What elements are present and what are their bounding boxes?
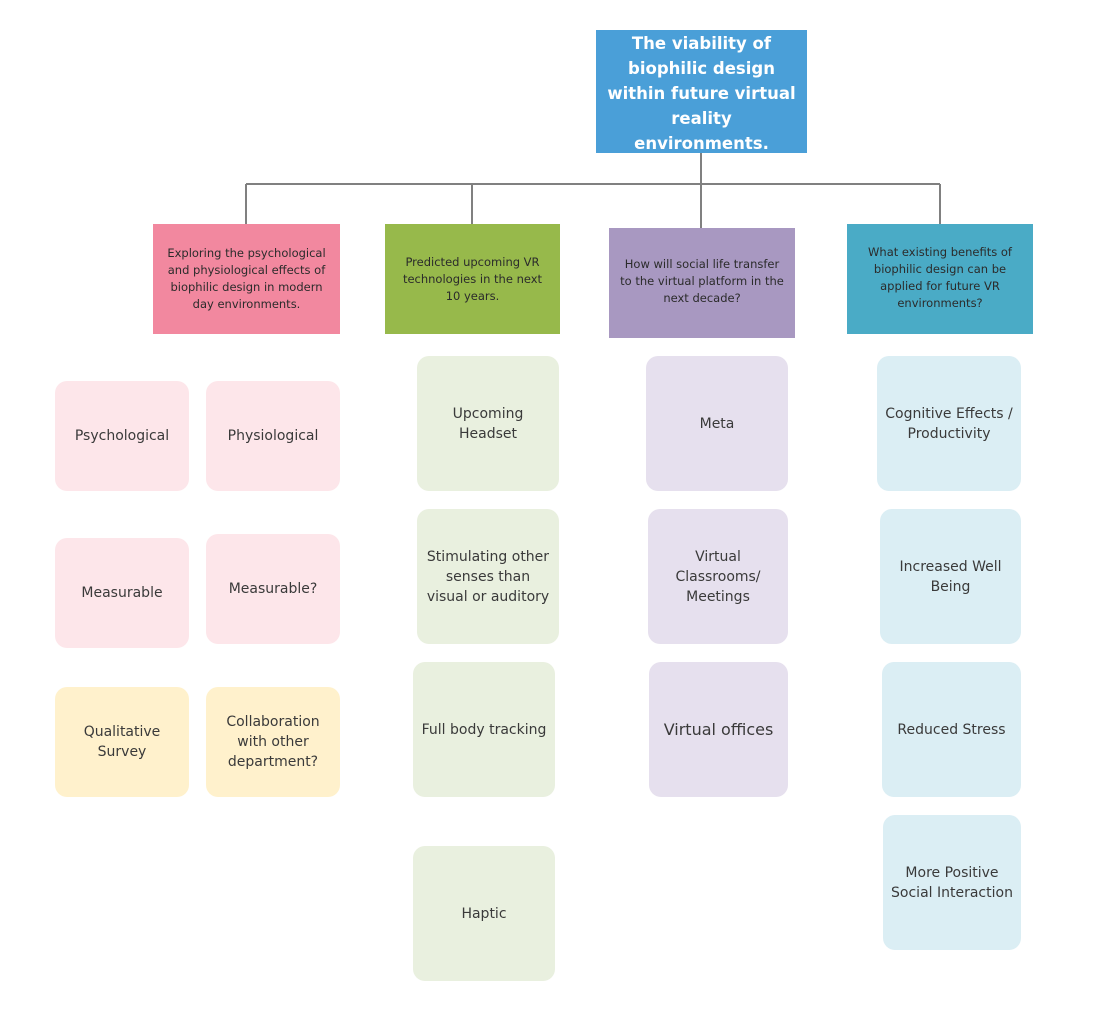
card-haptic[interactable]: Haptic bbox=[413, 846, 555, 981]
card-upcoming-headset[interactable]: Upcoming Headset bbox=[417, 356, 559, 491]
card-positive-social-interaction[interactable]: More Positive Social Interaction bbox=[883, 815, 1021, 950]
card-virtual-offices[interactable]: Virtual offices bbox=[649, 662, 788, 797]
card-measurable[interactable]: Measurable bbox=[55, 538, 189, 648]
branch-heading-psych-physio[interactable]: Exploring the psychological and physiolo… bbox=[153, 224, 340, 334]
card-physiological[interactable]: Physiological bbox=[206, 381, 340, 491]
card-stimulating-senses[interactable]: Stimulating other senses than visual or … bbox=[417, 509, 559, 644]
branch-heading-benefits[interactable]: What existing benefits of biophilic desi… bbox=[847, 224, 1033, 334]
branch-heading-social-life[interactable]: How will social life transfer to the vir… bbox=[609, 228, 795, 338]
card-meta[interactable]: Meta bbox=[646, 356, 788, 491]
card-reduced-stress[interactable]: Reduced Stress bbox=[882, 662, 1021, 797]
card-psychological[interactable]: Psychological bbox=[55, 381, 189, 491]
card-qualitative-survey[interactable]: Qualitative Survey bbox=[55, 687, 189, 797]
root-topic[interactable]: The viability of biophilic design within… bbox=[596, 30, 807, 153]
card-full-body-tracking[interactable]: Full body tracking bbox=[413, 662, 555, 797]
branch-heading-vr-tech[interactable]: Predicted upcoming VR technologies in th… bbox=[385, 224, 560, 334]
card-increased-well-being[interactable]: Increased Well Being bbox=[880, 509, 1021, 644]
card-cognitive-effects[interactable]: Cognitive Effects / Productivity bbox=[877, 356, 1021, 491]
card-virtual-classrooms[interactable]: Virtual Classrooms/ Meetings bbox=[648, 509, 788, 644]
card-collaboration[interactable]: Collaboration with other department? bbox=[206, 687, 340, 797]
card-measurable-question[interactable]: Measurable? bbox=[206, 534, 340, 644]
